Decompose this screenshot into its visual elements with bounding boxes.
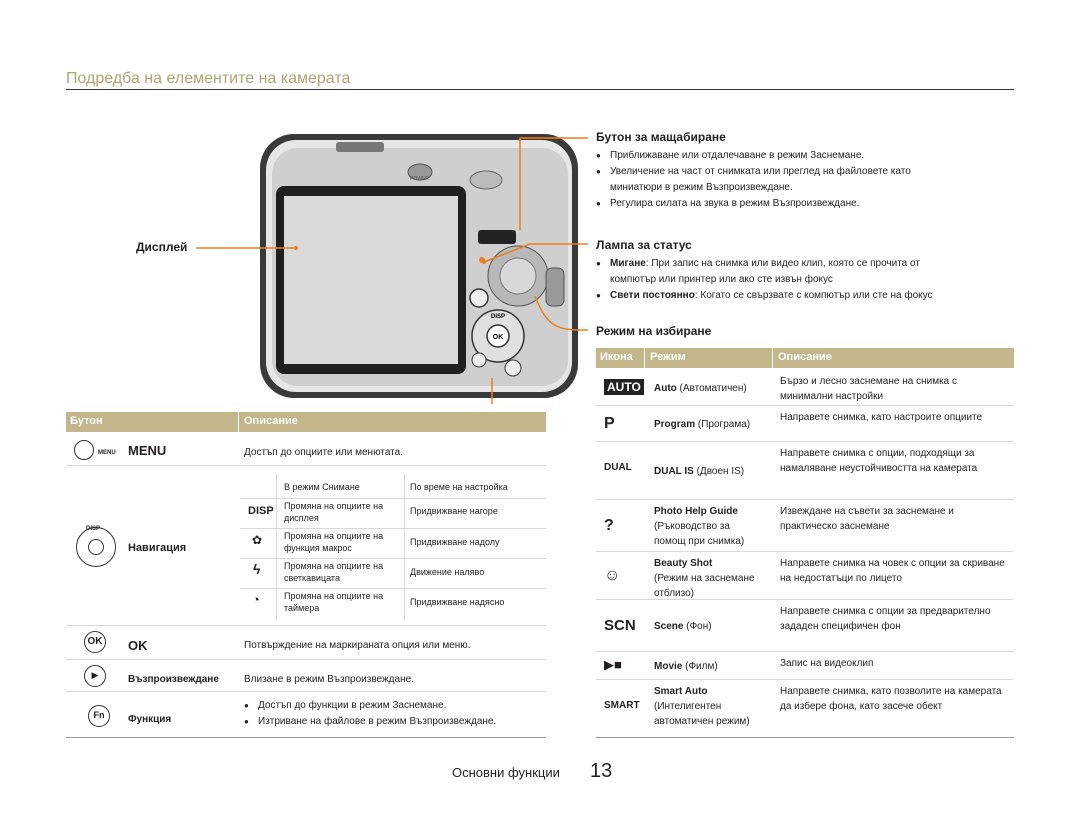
ok-button-icon: OK [84, 631, 106, 653]
header-button: Бутон [70, 415, 103, 427]
mode-description: Направете снимка, като настроите опциите [780, 412, 983, 423]
mode-name: Program (Програма) [654, 419, 751, 430]
table-row [596, 500, 1014, 552]
modes-table-header: Икона Режим Описание [596, 348, 1014, 368]
nav-subtable: В режим Снимане По време на настройка DI… [240, 474, 546, 620]
menu-desc: Достъп до опциите или менютата. [244, 447, 403, 458]
list-item: Изтриване на файлове в режим Възпроизвеж… [244, 714, 544, 730]
subtable-action: Промяна на опциите на светкавицата [284, 561, 384, 583]
mode-description: Извеждане на съвети за заснемане и практ… [780, 506, 954, 532]
table-row [66, 434, 546, 466]
mode-icon: ? [604, 517, 614, 534]
ok-label: OK [128, 638, 148, 653]
buttons-table-header: Бутон Описание [66, 412, 546, 432]
navigation-label: Навигация [128, 542, 187, 554]
nav-disp-mark: DISP [86, 526, 101, 532]
header-description: Описание [778, 351, 832, 363]
playback-icon: ▶ [84, 665, 106, 687]
timer-icon: ◔ [252, 592, 260, 607]
fn-bullets: Достъп до функции в режим Заснемане. Изт… [244, 698, 544, 730]
fn-button-icon: Fn [88, 705, 110, 727]
mode-icon: ☺ [604, 567, 621, 584]
disp-icon: DISP [248, 505, 274, 517]
table-row [596, 680, 1014, 738]
subtable-action: Промяна на опциите на функция макрос [284, 531, 384, 553]
table-row [596, 442, 1014, 500]
playback-label: Възпроизвеждане [128, 674, 219, 685]
power-mark: POWER [410, 176, 429, 182]
mode-name: Auto (Автоматичен) [654, 383, 747, 394]
disp-mark: DISP [491, 314, 505, 320]
menu-icon-label: MENU [98, 450, 116, 456]
menu-label: MENU [128, 443, 167, 458]
page-number: 13 [590, 760, 613, 782]
list-item: Увеличение на част от снимката или прегл… [596, 164, 1016, 196]
mode-description: Направете снимка с опции за предварителн… [780, 606, 991, 632]
mode-icon: AUTO [604, 379, 644, 395]
page-title: Подредба на елементите на камерата [66, 70, 351, 87]
display-callout: Дисплей [136, 240, 188, 254]
table-row [66, 466, 546, 626]
zoom-button-title: Бутон за мащабиране [596, 130, 726, 144]
mode-description: Направете снимка, като позволите на каме… [780, 686, 1002, 712]
mode-description: Направете снимка на човек с опции за скр… [780, 558, 1005, 584]
mode-description: Бързо и лесно заснемане на снимка с мини… [780, 376, 958, 402]
table-row [596, 652, 1014, 680]
title-divider [66, 89, 1014, 90]
header-mode: Режим [650, 351, 686, 363]
flash-icon: ϟ [253, 561, 261, 577]
macro-icon: ✿ [252, 533, 263, 547]
function-label: Функция [128, 714, 172, 725]
status-lamp-title: Лампа за статус [596, 238, 692, 252]
ok-desc: Потвърждение на маркираната опция или ме… [244, 640, 471, 651]
menu-button-icon [74, 440, 94, 460]
subtable-setting: Придвижване надясно [410, 597, 505, 607]
subtable-action: Промяна на опциите на дисплея [284, 501, 384, 523]
mode-icon: DUAL [604, 462, 632, 473]
nav-pad-icon [76, 527, 116, 567]
subtable-header-setting: По време на настройка [410, 482, 508, 492]
mode-icon: SMART [604, 700, 640, 711]
mode-description: Запис на видеоклип [780, 658, 874, 669]
list-item: Достъп до функции в режим Заснемане. [244, 698, 544, 714]
table-row [596, 552, 1014, 600]
table-row [596, 600, 1014, 652]
subtable-setting: Движение наляво [410, 567, 485, 577]
mode-icon: SCN [604, 617, 636, 634]
lamp-bullets: Мигане: При запис на снимка или видео кл… [596, 256, 1016, 304]
subtable-setting: Придвижване надолу [410, 537, 500, 547]
footer-label: Основни функции [452, 765, 560, 780]
mode-name: Scene (Фон) [654, 621, 712, 632]
mode-dial-title: Режим на избиране [596, 324, 712, 338]
camera-illustration: OK DISP POWER [260, 134, 578, 398]
mode-icon: P [604, 415, 615, 432]
table-row [66, 692, 546, 738]
table-row [66, 660, 546, 692]
subtable-action: Промяна на опциите на таймера [284, 591, 384, 613]
playback-desc: Влизане в режим Възпроизвеждане. [244, 674, 414, 685]
list-item: Свети постоянно: Когато се свързвате с к… [596, 288, 1016, 304]
header-icon: Икона [600, 351, 633, 363]
subtable-header-shooting: В режим Снимане [284, 482, 360, 492]
subtable-setting: Придвижване нагоре [410, 506, 498, 516]
mode-description: Направете снимка с опции, подходящи за н… [780, 448, 978, 474]
list-item: Мигане: При запис на снимка или видео кл… [596, 256, 1016, 288]
mode-name: Movie (Филм) [654, 661, 718, 672]
zoom-bullets: Приближаване или отдалечаване в режим За… [596, 148, 1016, 212]
list-item: Регулира силата на звука в режим Възпрои… [596, 196, 1016, 212]
table-row [596, 370, 1014, 406]
table-row [66, 626, 546, 660]
mode-icon: ▶■ [604, 657, 622, 672]
nav-pad-center [88, 539, 104, 555]
table-row [596, 406, 1014, 442]
list-item: Приближаване или отдалечаване в режим За… [596, 148, 1016, 164]
header-description: Описание [244, 415, 298, 427]
mode-name: DUAL IS (Двоен IS) [654, 466, 745, 477]
ok-mark: OK [493, 334, 504, 341]
